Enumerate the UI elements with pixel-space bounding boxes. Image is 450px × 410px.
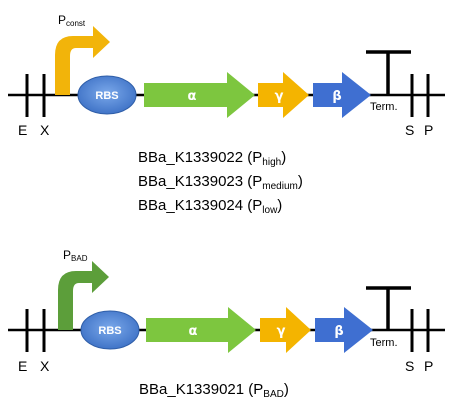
rbs-label: RBS (98, 325, 121, 337)
alpha-label: α (189, 324, 198, 339)
rbs-label: RBS (95, 90, 118, 102)
site-p-label: P (424, 358, 433, 374)
alpha-label: α (188, 89, 197, 104)
gamma-gene-arrow (260, 307, 311, 353)
construct-1: Pconst RBS α γ β Term. E X S P (8, 13, 445, 216)
alpha-gene-arrow (144, 72, 255, 118)
construct-2: PBAD RBS α γ β Term. E X S P BBa_K133902… (8, 248, 445, 400)
rbs-part (77, 75, 137, 115)
gamma-label: γ (277, 324, 286, 339)
promoter-arrow-icon (58, 261, 109, 330)
site-x-label: X (40, 122, 50, 138)
caption-line: BBa_K1339024 (Plow) (138, 197, 282, 216)
promoter-label: Pconst (58, 13, 86, 28)
beta-label: β (332, 89, 341, 104)
beta-label: β (334, 324, 343, 339)
caption-line: BBa_K1339021 (PBAD) (139, 381, 289, 400)
gamma-label: γ (275, 89, 284, 104)
rbs-part (80, 310, 140, 350)
beta-gene-arrow (315, 307, 373, 353)
caption-line: BBa_K1339022 (Phigh) (138, 149, 286, 168)
caption-line: BBa_K1339023 (Pmedium) (138, 173, 303, 192)
terminator-label: Term. (370, 101, 398, 113)
site-e-label: E (18, 358, 27, 374)
site-p-label: P (424, 122, 433, 138)
site-x-label: X (40, 358, 50, 374)
gamma-gene-arrow (258, 72, 309, 118)
promoter-arrow-icon (55, 26, 110, 95)
site-s-label: S (405, 122, 414, 138)
beta-gene-arrow (313, 72, 371, 118)
site-s-label: S (405, 358, 414, 374)
site-e-label: E (18, 122, 27, 138)
alpha-gene-arrow (146, 307, 256, 353)
promoter-label: PBAD (63, 248, 88, 263)
terminator-label: Term. (370, 337, 398, 349)
